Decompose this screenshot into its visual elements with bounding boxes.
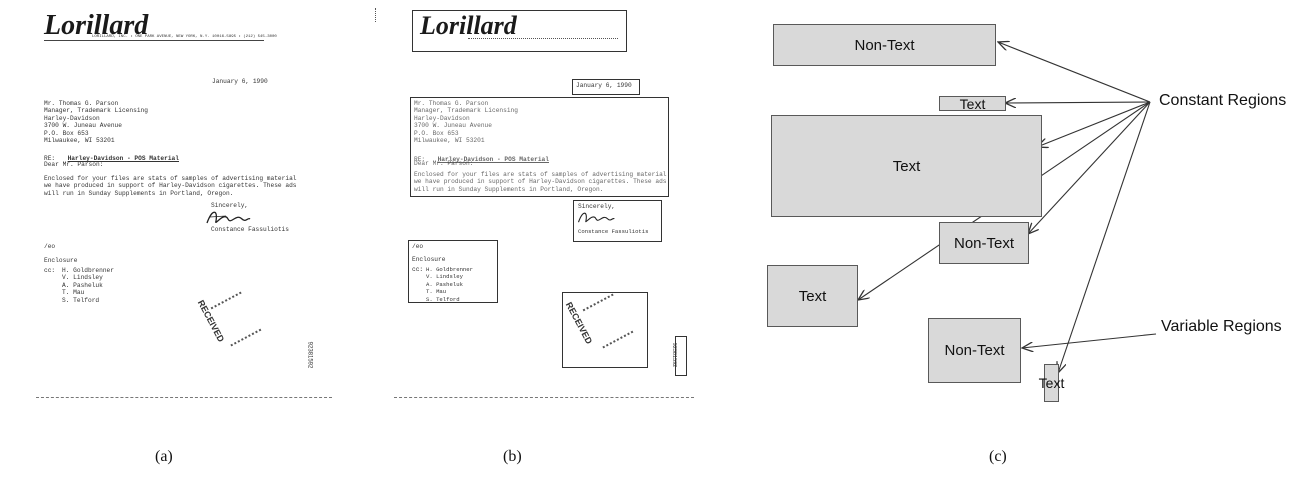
address-line: Milwaukee, WI 53201 <box>414 137 485 145</box>
address-line: P.O. Box 653 <box>414 129 459 137</box>
re-subject: Harley-Davidson - POS Material <box>437 156 549 163</box>
cc-item: S. Telford <box>426 295 460 303</box>
doc-number: 92381592 <box>306 341 313 369</box>
panel-b-segmented-letter: Lorillard January 6, 1990 Mr. Thomas G. … <box>375 0 700 465</box>
cc-item: T. Mau <box>62 289 85 297</box>
address-line: Mr. Thomas G. Parson <box>44 100 119 107</box>
address-line: Mr. Thomas G. Parson <box>414 100 489 107</box>
region-text-5: Text <box>767 265 858 327</box>
caption-a: (a) <box>155 448 173 465</box>
arrow-to-nontext-6 <box>1022 333 1157 348</box>
address-line: Milwaukee, WI 53201 <box>44 137 115 145</box>
re-label: RE: <box>414 156 426 163</box>
arrow-to-text-7 <box>1058 101 1151 373</box>
salutation: Dear Mr. Parson: <box>44 161 104 168</box>
caption-b: (b) <box>503 448 522 465</box>
arrow-to-text-2 <box>1005 102 1151 103</box>
lorillard-logo: Lorillard <box>420 11 517 40</box>
cc-item: A. Pasheluk <box>426 280 463 288</box>
vertical-scan-edge <box>375 8 376 22</box>
address-line: P.O. Box 653 <box>44 129 89 137</box>
body-line: Enclosed for your files are stats of sam… <box>44 175 297 182</box>
page-bottom-edge <box>36 397 332 398</box>
letter-date: January 6, 1990 <box>576 82 632 89</box>
cc-label: cc: <box>412 266 424 273</box>
segment-letterhead <box>412 10 627 52</box>
segment-doc-number <box>675 336 687 376</box>
typist-initials: /eo <box>44 243 56 250</box>
enclosure-note: Enclosure <box>412 256 446 263</box>
closing: Sincerely, <box>211 202 249 209</box>
address-block: Mr. Thomas G. Parson Manager, Trademark … <box>44 100 148 144</box>
region-nontext-6: Non-Text <box>928 318 1021 383</box>
cc-item: H. Goldbrenner <box>62 267 114 274</box>
body-line: will run in Sunday Supplements in Portla… <box>414 185 604 193</box>
re-label: RE: <box>44 155 56 162</box>
cc-item: S. Telford <box>62 296 100 304</box>
signature-scribble <box>206 211 251 224</box>
body-paragraph: Enclosed for your files are stats of sam… <box>414 171 667 193</box>
address-line: Manager, Trademark Licensing <box>414 107 518 115</box>
salutation: Dear Mr. Parson: <box>414 160 474 167</box>
arrow-to-nontext-4 <box>1028 101 1151 234</box>
typist-initials: /eo <box>412 243 424 250</box>
letterhead-line: LORILLARD, INC. • ONE PARK AVENUE, NEW Y… <box>92 35 277 39</box>
address-line: 3700 W. Juneau Avenue <box>414 122 492 130</box>
enclosure-note: Enclosure <box>44 257 78 264</box>
letterhead-rule <box>44 40 264 41</box>
signature-name: Constance Fassuliotis <box>578 228 649 235</box>
region-text-7: Text <box>1039 364 1064 402</box>
address-line: Manager, Trademark Licensing <box>44 107 148 115</box>
body-line: we have produced in support of Harley-Da… <box>414 178 667 186</box>
arrow-to-text-3 <box>1037 101 1151 147</box>
region-text-2: Text <box>939 96 1006 112</box>
re-subject: Harley-Davidson - POS Material <box>67 155 179 162</box>
body-line: we have produced in support of Harley-Da… <box>44 182 297 190</box>
segment-signature <box>573 200 662 242</box>
cc-item: V. Lindsley <box>426 273 463 281</box>
panel-c-region-diagram: Non-Text Text Text Non-Text Text Non-Tex… <box>760 0 1316 465</box>
region-nontext-1: Non-Text <box>773 24 996 66</box>
subject-line: RE: Harley-Davidson - POS Material <box>414 148 549 166</box>
body-paragraph: Enclosed for your files are stats of sam… <box>44 175 297 197</box>
lorillard-logo: Lorillard <box>44 10 149 41</box>
cc-item: H. Goldbrenner <box>426 266 473 273</box>
address-line: 3700 W. Juneau Avenue <box>44 122 122 130</box>
cc-item: V. Lindsley <box>62 274 103 282</box>
page-bottom-edge <box>394 397 694 398</box>
cc-item: A. Pasheluk <box>62 281 103 289</box>
letter-date: January 6, 1990 <box>212 78 268 85</box>
cc-label: cc: <box>44 267 56 274</box>
segment-date <box>572 79 640 95</box>
variable-regions-label: Variable Regions <box>1161 318 1282 335</box>
doc-number: 92381592 <box>671 342 678 368</box>
panel-a-original-letter: Lorillard LORILLARD, INC. • ONE PARK AVE… <box>0 0 340 465</box>
subject-line: RE: Harley-Davidson - POS Material <box>44 147 179 165</box>
region-text-3: Text <box>771 115 1042 217</box>
address-block: Mr. Thomas G. Parson Manager, Trademark … <box>414 100 518 144</box>
segment-address-body <box>410 97 669 197</box>
address-line: Harley-Davidson <box>44 114 100 122</box>
signature-scribble <box>577 212 615 223</box>
closing: Sincerely, <box>578 203 616 210</box>
arrow-to-nontext-1 <box>998 42 1151 103</box>
body-line: Enclosed for your files are stats of sam… <box>414 171 667 178</box>
segment-stamp <box>562 292 648 368</box>
letterhead-rule <box>468 38 618 39</box>
address-line: Harley-Davidson <box>414 114 470 122</box>
constant-regions-label: Constant Regions <box>1159 92 1287 109</box>
region-nontext-4: Non-Text <box>939 222 1029 264</box>
caption-c: (c) <box>989 448 1007 465</box>
body-line: will run in Sunday Supplements in Portla… <box>44 189 234 197</box>
signature-name: Constance Fassuliotis <box>211 226 289 233</box>
segment-cc-list <box>408 240 498 303</box>
cc-item: T. Mau <box>426 288 447 296</box>
